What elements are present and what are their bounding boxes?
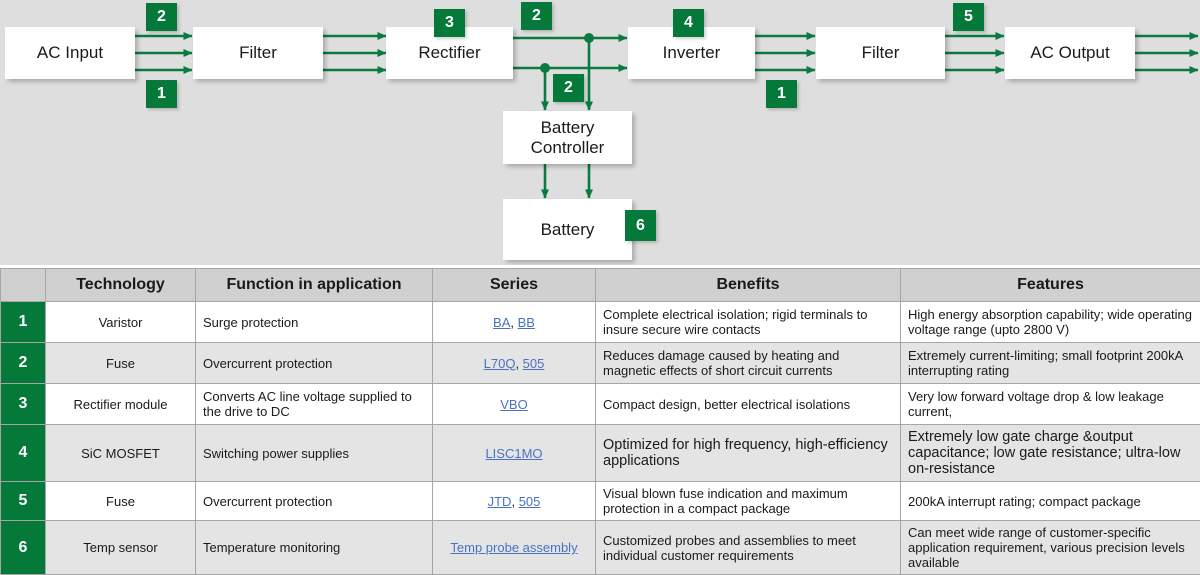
badge-rectifier: 3: [434, 9, 465, 37]
features-cell: Extremely current-limiting; small footpr…: [901, 343, 1200, 384]
benefits-cell: Complete electrical isolation; rigid ter…: [596, 302, 901, 343]
series-separator: ,: [511, 494, 518, 509]
column-header-technology: Technology: [46, 269, 196, 302]
column-header-series: Series: [433, 269, 596, 302]
series-link[interactable]: 505: [523, 356, 545, 371]
features-cell: Very low forward voltage drop & low leak…: [901, 384, 1200, 425]
block-battery-controller[interactable]: Battery Controller: [503, 111, 632, 164]
technology-cell: Fuse: [46, 482, 196, 521]
badge-battery-branch: 2: [553, 74, 584, 102]
function-cell: Overcurrent protection: [196, 482, 433, 521]
series-link[interactable]: Temp probe assembly: [450, 540, 577, 555]
series-link[interactable]: BB: [518, 315, 535, 330]
block-ac-output[interactable]: AC Output: [1005, 27, 1135, 79]
series-link[interactable]: LISC1MO: [485, 446, 542, 461]
features-cell: Can meet wide range of customer-specific…: [901, 521, 1200, 575]
column-header-features: Features: [901, 269, 1200, 302]
series-link[interactable]: JTD: [488, 494, 512, 509]
row-index-cell: 3: [1, 384, 46, 425]
technology-cell: SiC MOSFET: [46, 425, 196, 482]
block-filter-output[interactable]: Filter: [816, 27, 945, 79]
benefits-cell: Reduces damage caused by heating and mag…: [596, 343, 901, 384]
row-index-cell: 2: [1, 343, 46, 384]
series-cell: Temp probe assembly: [433, 521, 596, 575]
component-table: Technology Function in application Serie…: [0, 268, 1200, 575]
benefits-cell: Compact design, better electrical isolat…: [596, 384, 901, 425]
column-header-index: [1, 269, 46, 302]
technology-cell: Fuse: [46, 343, 196, 384]
series-link[interactable]: BA: [493, 315, 510, 330]
badge-ac-input-top: 2: [146, 3, 177, 31]
features-cell: 200kA interrupt rating; compact package: [901, 482, 1200, 521]
benefits-cell: Optimized for high frequency, high-effic…: [596, 425, 901, 482]
function-cell: Surge protection: [196, 302, 433, 343]
benefits-cell: Visual blown fuse indication and maximum…: [596, 482, 901, 521]
series-link[interactable]: 505: [519, 494, 541, 509]
power-flow-diagram: AC Input Filter Rectifier Inverter Filte…: [0, 0, 1200, 265]
table-header-row: Technology Function in application Serie…: [1, 269, 1200, 302]
row-index-cell: 1: [1, 302, 46, 343]
series-separator: ,: [510, 315, 517, 330]
function-cell: Switching power supplies: [196, 425, 433, 482]
technology-cell: Varistor: [46, 302, 196, 343]
badge-dc-bus: 2: [521, 2, 552, 30]
badge-ac-input-bottom: 1: [146, 80, 177, 108]
block-battery[interactable]: Battery: [503, 199, 632, 260]
series-link[interactable]: L70Q: [484, 356, 516, 371]
row-index-cell: 6: [1, 521, 46, 575]
technology-cell: Temp sensor: [46, 521, 196, 575]
block-ac-input[interactable]: AC Input: [5, 27, 135, 79]
features-cell: Extremely low gate charge &output capaci…: [901, 425, 1200, 482]
series-cell: LISC1MO: [433, 425, 596, 482]
column-header-benefits: Benefits: [596, 269, 901, 302]
benefits-cell: Customized probes and assemblies to meet…: [596, 521, 901, 575]
badge-inverter: 4: [673, 9, 704, 37]
features-cell: High energy absorption capability; wide …: [901, 302, 1200, 343]
function-cell: Overcurrent protection: [196, 343, 433, 384]
badge-filter-output: 5: [953, 3, 984, 31]
component-table-container: Technology Function in application Serie…: [0, 265, 1200, 555]
series-cell: BA, BB: [433, 302, 596, 343]
badge-inverter-bottom: 1: [766, 80, 797, 108]
series-cell: VBO: [433, 384, 596, 425]
function-cell: Temperature monitoring: [196, 521, 433, 575]
function-cell: Converts AC line voltage supplied to the…: [196, 384, 433, 425]
series-link[interactable]: VBO: [500, 397, 527, 412]
badge-battery: 6: [625, 210, 656, 241]
technology-cell: Rectifier module: [46, 384, 196, 425]
column-header-function: Function in application: [196, 269, 433, 302]
row-index-cell: 4: [1, 425, 46, 482]
series-separator: ,: [515, 356, 522, 371]
series-cell: L70Q, 505: [433, 343, 596, 384]
block-filter-input[interactable]: Filter: [193, 27, 323, 79]
row-index-cell: 5: [1, 482, 46, 521]
series-cell: JTD, 505: [433, 482, 596, 521]
